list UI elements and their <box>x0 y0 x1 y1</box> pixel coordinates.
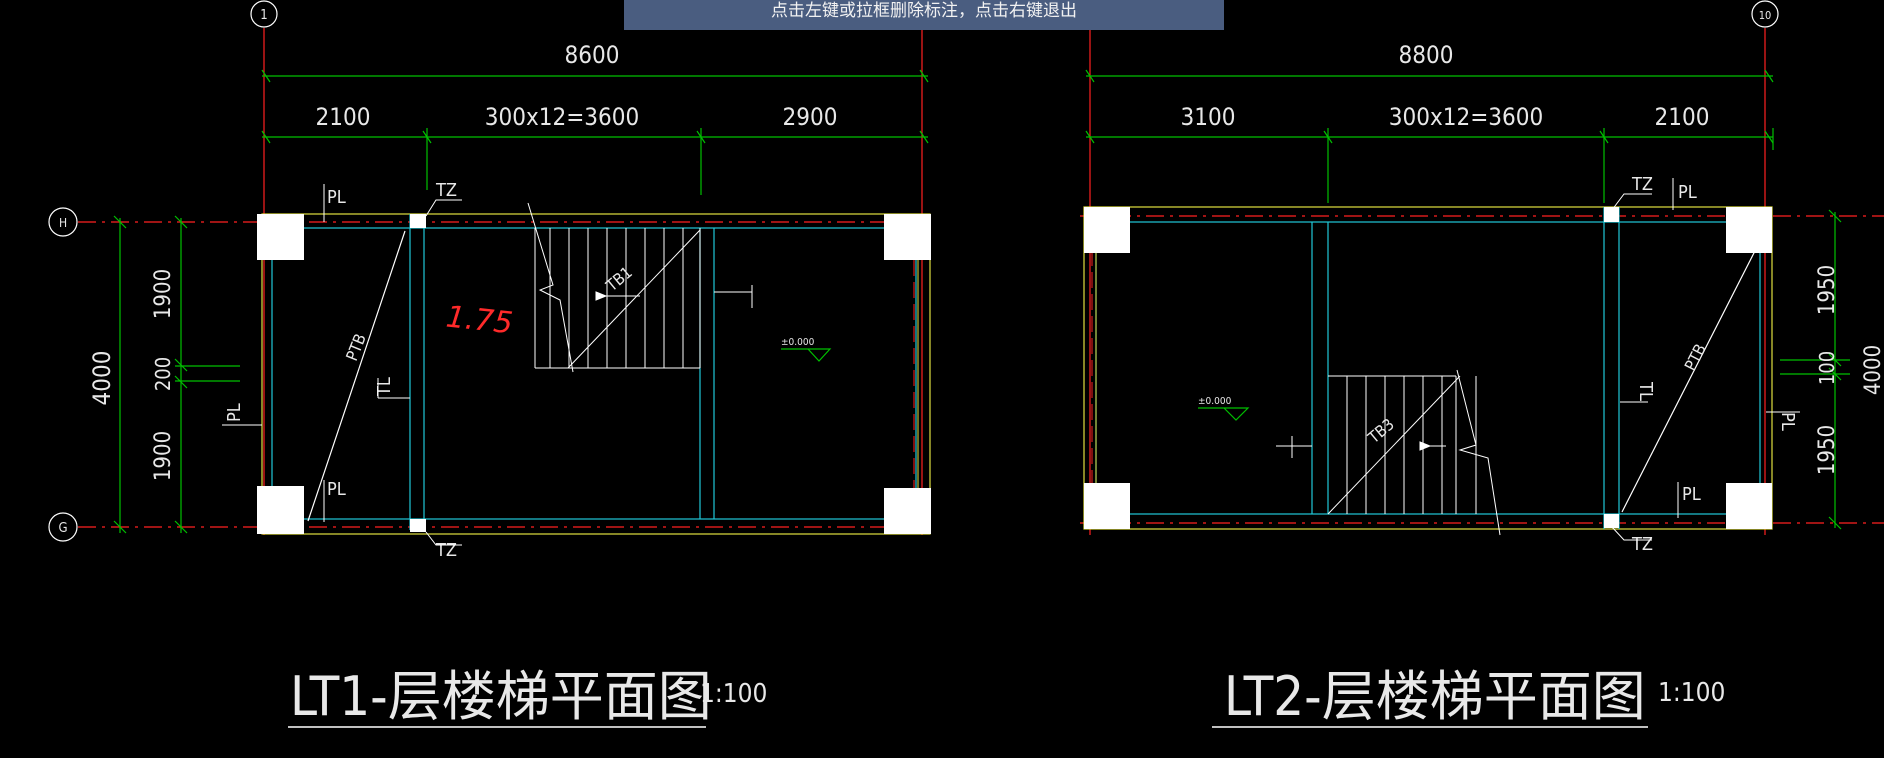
label-tl-right: TL <box>1635 381 1656 401</box>
dim-vert-mid: 200 <box>151 357 175 391</box>
command-hint-bar: 点击左键或拉框删除标注，点击右键退出 <box>624 0 1224 30</box>
dimension-lines-left <box>113 215 240 534</box>
dim-vert-top-right: 1950 <box>1815 265 1840 315</box>
plan-left: 1 H G 8600 2100 300x12=3600 2900 <box>48 0 931 728</box>
red-markup-note: 1.75 <box>444 300 514 342</box>
grid-bubble-g <box>48 512 78 542</box>
walls-right <box>1083 206 1773 530</box>
dim-vert-bottom: 1900 <box>151 431 176 481</box>
label-pl-left: PL <box>224 403 245 422</box>
stair-treads-left <box>527 202 753 373</box>
columns-left <box>257 214 931 534</box>
walls-left <box>261 213 931 535</box>
dimension-lines-top <box>261 69 929 195</box>
label-pl-top-right: PL <box>1678 182 1697 203</box>
label-pl-bottom-left: PL <box>327 479 346 500</box>
leader-tz-top-left <box>425 199 462 217</box>
dim-left: 2100 <box>316 103 371 131</box>
label-ptb-left: PTB <box>342 331 370 363</box>
label-tz-top-right: TZ <box>1631 174 1653 195</box>
dimension-lines-top-right <box>1085 69 1774 203</box>
dim-left-right: 3100 <box>1181 103 1236 131</box>
dim-right-right: 2100 <box>1655 103 1710 131</box>
level-mark-left: ±0.000 <box>781 337 815 348</box>
dim-vert-bottom-right: 1950 <box>1815 425 1840 475</box>
dim-vert-total: 4000 <box>88 351 116 406</box>
plan-title-left: LT1-层楼梯平面图 <box>290 665 712 728</box>
plan-scale-right: 1:100 <box>1658 678 1725 708</box>
ptb-diagonal-right <box>1621 244 1759 513</box>
dim-right: 2900 <box>783 103 838 131</box>
level-triangle-left <box>781 348 832 362</box>
dimension-lines-right <box>1780 209 1850 530</box>
label-ptb-right: PTB <box>1681 341 1710 374</box>
plan-title-right: LT2-层楼梯平面图 <box>1224 665 1646 728</box>
grid-bubble-10 <box>1751 0 1779 28</box>
leader-tz-bottom-right <box>1611 526 1652 541</box>
label-tz-top-left: TZ <box>435 180 457 201</box>
level-mark-right: ±0.000 <box>1198 396 1232 407</box>
columns-right <box>1084 207 1772 529</box>
dim-overall: 8600 <box>565 41 620 69</box>
dim-mid-right: 300x12=3600 <box>1389 103 1543 131</box>
dim-vert-mid-right: 100 <box>1815 351 1839 385</box>
label-pl-bottom-right: PL <box>1682 484 1701 505</box>
label-tb-right: TB3 <box>1364 415 1398 448</box>
dim-mid: 300x12=3600 <box>485 103 639 131</box>
dim-overall-right: 8800 <box>1399 41 1454 69</box>
dim-vert-total-right: 4000 <box>1861 345 1884 395</box>
label-pl-top-left: PL <box>327 187 346 208</box>
label-tz-bottom-right: TZ <box>1631 534 1653 555</box>
stair-treads-right <box>1276 369 1501 536</box>
grid-label-10: 10 <box>1759 9 1772 22</box>
grid-bubble-1 <box>250 0 278 28</box>
label-tz-bottom-left: TZ <box>435 540 457 561</box>
leader-tz-bottom-left <box>425 531 462 546</box>
plan-scale-left: 1:100 <box>700 679 767 709</box>
ptb-diagonal-left <box>307 230 406 522</box>
grid-label-h: H <box>59 216 67 230</box>
dim-vert-top: 1900 <box>151 269 176 319</box>
leader-tz-top-right <box>1611 193 1652 211</box>
grid-label-1: 1 <box>260 8 267 23</box>
label-tl-left: TL <box>374 377 395 397</box>
level-triangle-right <box>1198 407 1250 421</box>
label-pl-right: PL <box>1777 412 1798 431</box>
grid-label-g: G <box>58 521 67 536</box>
grid-bubble-h <box>48 207 78 237</box>
plan-right: 10 8800 3100 300x12=3600 2100 <box>1080 0 1884 728</box>
